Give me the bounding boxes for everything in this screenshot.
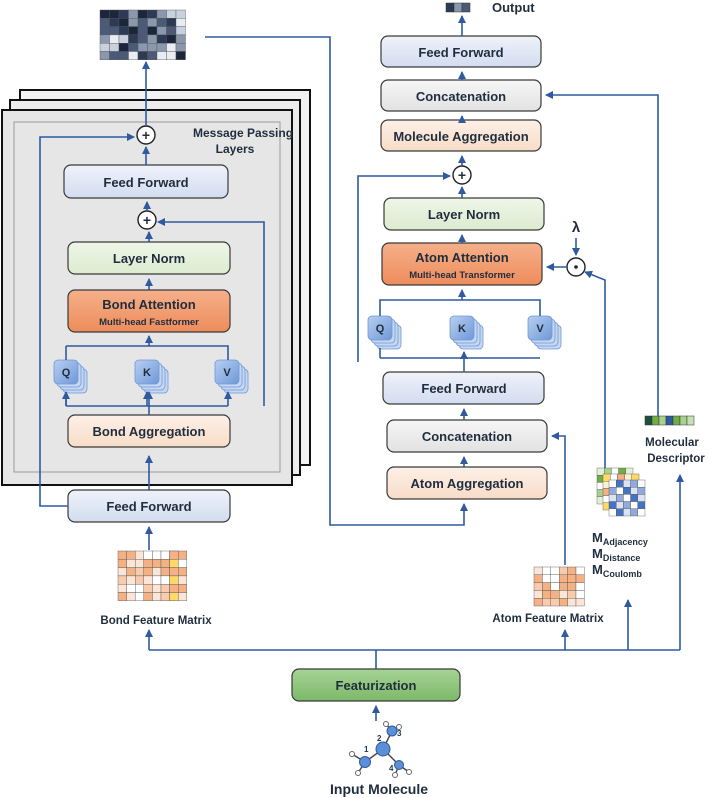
atom-feature-matrix-label: Atom Feature Matrix	[492, 613, 604, 625]
right-v-tile	[527, 315, 562, 350]
right-layer-norm-label: Layer Norm	[428, 207, 500, 222]
matrix-coulomb-label: MCoulomb	[592, 562, 642, 579]
atom-number-1: 1	[364, 745, 369, 754]
molecule-aggregation-label: Molecule Aggregation	[393, 129, 528, 144]
featurization-label: Featurization	[336, 678, 417, 693]
output-label: Output	[492, 0, 535, 15]
atom-number-2: 2	[377, 734, 382, 743]
left-q-label: Q	[62, 367, 71, 379]
atom-attention-sublabel: Multi-head Transformer	[409, 270, 515, 281]
right-q-tile	[367, 315, 402, 350]
left-plus-top: +	[136, 125, 156, 145]
right-feed-forward-mid-box: Feed Forward	[382, 371, 545, 405]
atom-aggregation-box: Atom Aggregation	[386, 466, 548, 500]
right-layer-norm-box: Layer Norm	[383, 197, 545, 231]
left-v-tile	[214, 359, 249, 394]
right-feed-forward-top-label: Feed Forward	[418, 45, 503, 60]
left-feed-forward-top-label: Feed Forward	[103, 175, 188, 190]
output-feature-grid	[99, 9, 186, 61]
svg-text:MAdjacency: MAdjacency	[592, 530, 648, 547]
lambda-symbol: λ	[572, 219, 581, 236]
bond-attention-box: Bond Attention Multi-head Fastformer	[67, 289, 231, 333]
left-feed-forward-top-box: Feed Forward	[63, 164, 229, 199]
left-k-label: K	[143, 367, 151, 379]
right-feed-forward-mid-label: Feed Forward	[421, 381, 506, 396]
right-k-label: K	[458, 323, 466, 335]
bond-attention-label: Bond Attention	[102, 297, 195, 312]
atom-attention-label: Atom Attention	[415, 250, 508, 265]
left-plus-mid: +	[137, 210, 157, 230]
bond-feature-matrix-grid	[117, 550, 187, 602]
atom-attention-box: Atom Attention Multi-head Transformer	[381, 242, 543, 286]
molecular-descriptor-line2: Descriptor	[647, 453, 705, 465]
output-vector-icon	[445, 2, 471, 13]
right-concatenation-top-box: Concatenation	[380, 79, 542, 112]
molecule-icon	[349, 721, 412, 778]
right-plus: +	[452, 165, 472, 185]
matrix-adjacency-label: MAdjacency	[592, 530, 648, 547]
atom-feature-matrix-grid	[533, 566, 585, 607]
matrix-distance-label: MDistance	[592, 546, 640, 563]
bond-aggregation-label: Bond Aggregation	[93, 424, 206, 439]
atom-aggregation-label: Atom Aggregation	[411, 476, 524, 491]
right-feed-forward-top-box: Feed Forward	[380, 35, 542, 68]
svg-text:MCoulomb: MCoulomb	[592, 562, 642, 579]
right-k-tile	[449, 315, 484, 350]
right-concatenation-top-label: Concatenation	[416, 89, 506, 104]
message-passing-label-line2: Layers	[216, 142, 255, 156]
svg-text:+: +	[458, 167, 466, 183]
left-k-tile	[134, 359, 169, 394]
bond-feature-matrix-label: Bond Feature Matrix	[100, 615, 212, 627]
left-feed-forward-bottom-label: Feed Forward	[106, 499, 191, 514]
connector-arrows	[39, 15, 684, 721]
message-passing-label-line1: Message Passing	[193, 126, 293, 140]
dot-product-circle	[566, 257, 586, 277]
left-v-label: V	[223, 367, 231, 379]
left-layer-norm-box: Layer Norm	[67, 241, 231, 275]
bond-attention-sublabel: Multi-head Fastformer	[99, 317, 199, 328]
molecule-aggregation-box: Molecule Aggregation	[380, 119, 542, 152]
left-feed-forward-bottom-box: Feed Forward	[67, 489, 231, 523]
atom-number-3: 3	[397, 729, 402, 738]
atom-number-4: 4	[389, 764, 394, 773]
svg-text:MDistance: MDistance	[592, 546, 640, 563]
svg-text:+: +	[143, 212, 151, 228]
molecular-matrices-stack-icon	[596, 467, 646, 517]
bond-aggregation-box: Bond Aggregation	[67, 414, 231, 448]
molecular-descriptor-line1: Molecular	[645, 437, 699, 449]
right-concatenation-bottom-label: Concatenation	[422, 429, 512, 444]
molecular-descriptor-icon	[644, 415, 695, 426]
featurization-box: Featurization	[291, 668, 461, 702]
right-concatenation-bottom-box: Concatenation	[386, 419, 548, 453]
right-q-label: Q	[376, 323, 385, 335]
right-v-label: V	[536, 323, 544, 335]
left-q-tile	[53, 359, 88, 394]
input-molecule-label: Input Molecule	[330, 781, 428, 797]
svg-text:+: +	[142, 127, 150, 143]
left-layer-norm-label: Layer Norm	[113, 251, 185, 266]
